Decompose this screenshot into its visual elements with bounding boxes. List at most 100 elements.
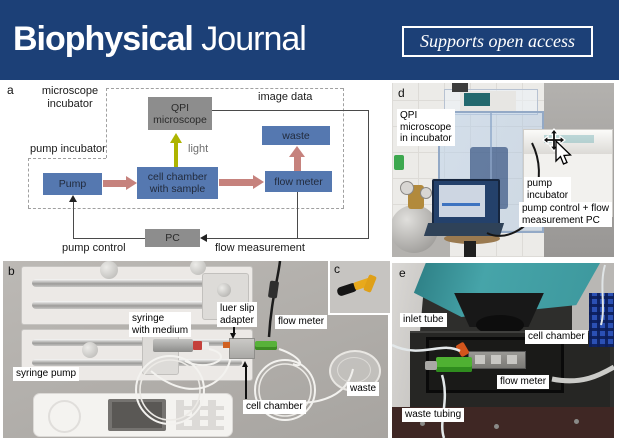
top-device-teal — [464, 93, 490, 106]
laptop-screen — [432, 179, 500, 227]
incubator-dash-bottom — [28, 208, 344, 209]
regulator-gauge — [420, 187, 432, 199]
pump-knob — [82, 342, 98, 358]
journal-title-bold: Biophysical — [13, 20, 194, 58]
pc-annotation: pump control + flow measurement PC — [519, 202, 612, 227]
pipette-tip-rack — [589, 293, 614, 347]
syringe-annotation: syringe with medium — [129, 312, 192, 337]
flow-arrow-meter-to-waste-head — [289, 146, 305, 157]
luer-arrow-line — [233, 325, 235, 333]
wall-socket — [394, 155, 404, 170]
flow-measure-line-h — [207, 238, 368, 239]
syringe-red-fitting — [193, 341, 202, 350]
pump-keypad — [176, 400, 224, 430]
flow-meter-connector — [425, 361, 437, 370]
regulator-gauge — [400, 181, 414, 195]
cell-chamber-device — [468, 351, 526, 369]
stool-seat — [444, 233, 500, 244]
flow-meter-device — [255, 341, 277, 350]
tubing-segment — [278, 348, 302, 367]
pump-arrowhead — [69, 195, 77, 202]
pump-knob — [217, 283, 231, 297]
cell-chamber-device — [229, 338, 255, 359]
qpi-microscope-node: QPI microscope — [148, 97, 212, 130]
laptop-display — [439, 185, 485, 217]
journal-title: Biophysical Journal — [13, 20, 307, 59]
screw — [574, 419, 579, 424]
luer-slip-adapter-annotation: luer slip adapter — [217, 302, 258, 327]
pc-arrowhead — [200, 234, 207, 242]
laptop-keyboard — [423, 223, 505, 236]
image-data-line-v — [368, 110, 369, 239]
pump-screen — [108, 399, 166, 431]
light-label: light — [188, 143, 209, 155]
waste-tubing-annotation: waste tubing — [402, 408, 465, 422]
flow-meter-node: flow meter — [265, 171, 332, 192]
pump-control-label: pump control — [62, 242, 126, 254]
mouse-move-cursor — [542, 128, 572, 165]
condenser-lens — [476, 315, 524, 335]
waste-dish-inner — [337, 357, 371, 383]
image-data-label: image data — [258, 91, 313, 103]
panel-label-a: a — [7, 83, 14, 97]
pump-incubator-label: pump incubator — [30, 143, 106, 155]
flow-arrow-meter-to-waste — [294, 157, 301, 171]
panel-b-photo: b — [3, 261, 388, 438]
panel-c-photo: c — [328, 261, 390, 315]
adapter-yellow-elbow — [363, 274, 377, 293]
panel-label-e: e — [399, 266, 406, 280]
cell-chamber-annotation: cell chamber — [525, 330, 588, 344]
panel-a-schematic: a microscope incubator pump incubator QP… — [0, 80, 390, 261]
pump-rail — [32, 339, 242, 346]
panel-e-photo: inlet tube cell chamber flow meter waste… — [392, 263, 614, 438]
pump-control-unit — [33, 393, 233, 437]
pump-dial — [48, 400, 81, 433]
camera-mount — [452, 83, 468, 92]
open-access-badge: Supports open access — [402, 26, 593, 57]
pump-incubator-dash-top — [28, 158, 106, 159]
foam-box-reflection — [544, 135, 594, 143]
pump-node: Pump — [43, 173, 102, 195]
light-arrow-body — [174, 143, 178, 167]
journal-banner: Biophysical Journal Supports open access — [0, 0, 619, 80]
chamber-glass-window — [507, 355, 517, 364]
image-data-line-h — [212, 110, 369, 111]
move-cursor-icon — [542, 128, 566, 152]
flow-arrow-pump-to-chamber-head — [126, 176, 137, 190]
flow-meter-device — [436, 357, 472, 372]
panel-label-b: b — [8, 264, 15, 278]
syringe-body — [153, 339, 193, 352]
journal-title-regular: Journal — [201, 20, 307, 58]
flow-arrow-pump-to-chamber — [103, 180, 126, 187]
qpi-microscope-annotation: QPI microscope in incubator — [397, 109, 455, 146]
inlet-tube-annotation: inlet tube — [400, 313, 447, 327]
flow-measure-line-v — [297, 192, 298, 239]
chamber-arrow-head — [242, 361, 248, 367]
laptop-plot-line — [442, 203, 480, 206]
pointer-cursor-icon — [555, 139, 572, 165]
waste-node: waste — [262, 126, 330, 145]
flow-meter-annotation: flow meter — [275, 315, 328, 329]
incubator-frame-strut — [490, 113, 492, 231]
figure-canvas[interactable]: a microscope incubator pump incubator QP… — [0, 80, 619, 443]
chamber-glass-window — [475, 355, 485, 364]
waste-annotation: waste — [347, 382, 380, 396]
incubator-dash-mid — [106, 88, 107, 158]
pc-node: PC — [145, 229, 200, 247]
pump-control-line-h — [73, 238, 145, 239]
chamber-arrow-line — [245, 367, 247, 399]
syringe-pump-annotation: syringe pump — [13, 367, 80, 381]
pump-rail — [32, 301, 242, 309]
incubator-dash-right — [343, 88, 344, 208]
pump-rail — [32, 359, 242, 366]
syringe-luer-tip — [202, 342, 209, 349]
luer-arrow-head — [230, 333, 236, 339]
luer-adapter-orange — [223, 342, 230, 348]
flow-arrow-chamber-to-meter-head — [253, 175, 264, 189]
cable-connector — [267, 280, 280, 299]
pump-knob — [100, 261, 118, 279]
flow-measurement-label: flow measurement — [215, 242, 305, 254]
pump-knob — [190, 261, 206, 275]
cell-chamber-annotation: cell chamber — [243, 400, 306, 414]
